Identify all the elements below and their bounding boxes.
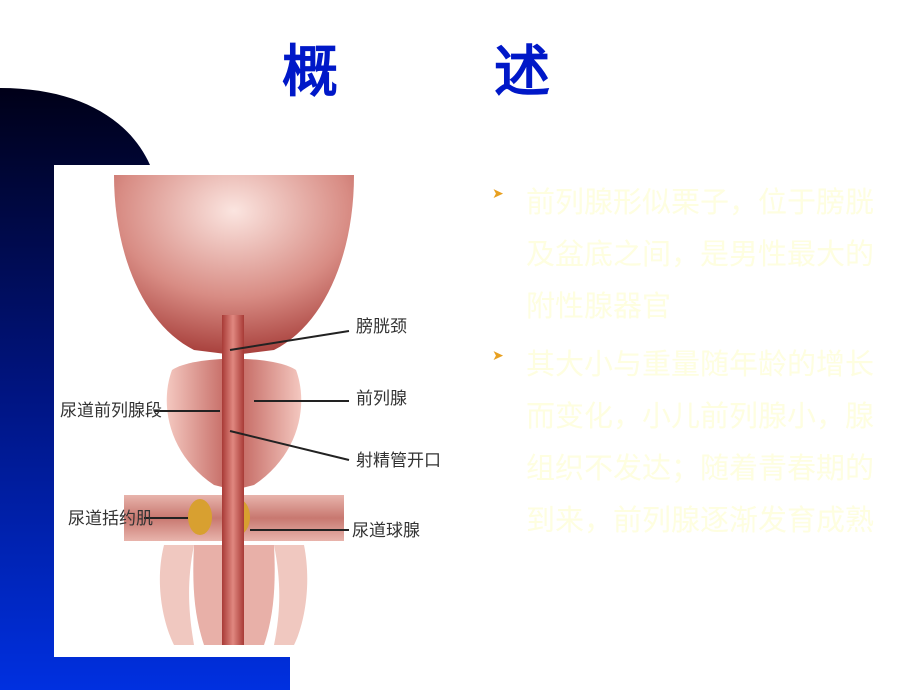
bullet-list: ➤ 前列腺形似栗子，位于膀胱及盆底之间，是男性最大的附性腺器官 ➤ 其大小与重量…	[490, 176, 890, 552]
slide-title: 概 述	[0, 38, 920, 108]
bullet-text: 其大小与重量随年龄的增长而变化，小儿前列腺小，腺组织不发达；随着青春期的到来，前…	[526, 347, 875, 537]
prostate-illustration	[114, 175, 354, 645]
label-bladder-neck: 膀胱颈	[356, 317, 407, 337]
label-ejaculatory-duct-opening: 射精管开口	[356, 451, 441, 471]
arrowhead-bullet-icon: ➤	[492, 186, 504, 202]
label-prostate: 前列腺	[356, 389, 407, 409]
anatomy-figure: 膀胱颈 前列腺 射精管开口 尿道前列腺段 尿道括约肌 尿道球腺	[54, 165, 441, 657]
arrowhead-bullet-icon: ➤	[492, 348, 504, 364]
label-urethral-sphincter: 尿道括约肌	[68, 509, 153, 529]
bullet-item: ➤ 其大小与重量随年龄的增长而变化，小儿前列腺小，腺组织不发达；随着青春期的到来…	[490, 338, 890, 546]
label-bulbourethral-gland: 尿道球腺	[352, 521, 420, 541]
title-char-2: 述	[494, 40, 550, 105]
label-prostatic-urethra: 尿道前列腺段	[60, 401, 162, 421]
bullet-text: 前列腺形似栗子，位于膀胱及盆底之间，是男性最大的附性腺器官	[526, 185, 875, 323]
bullet-item: ➤ 前列腺形似栗子，位于膀胱及盆底之间，是男性最大的附性腺器官	[490, 176, 890, 332]
title-char-1: 概	[282, 40, 338, 105]
